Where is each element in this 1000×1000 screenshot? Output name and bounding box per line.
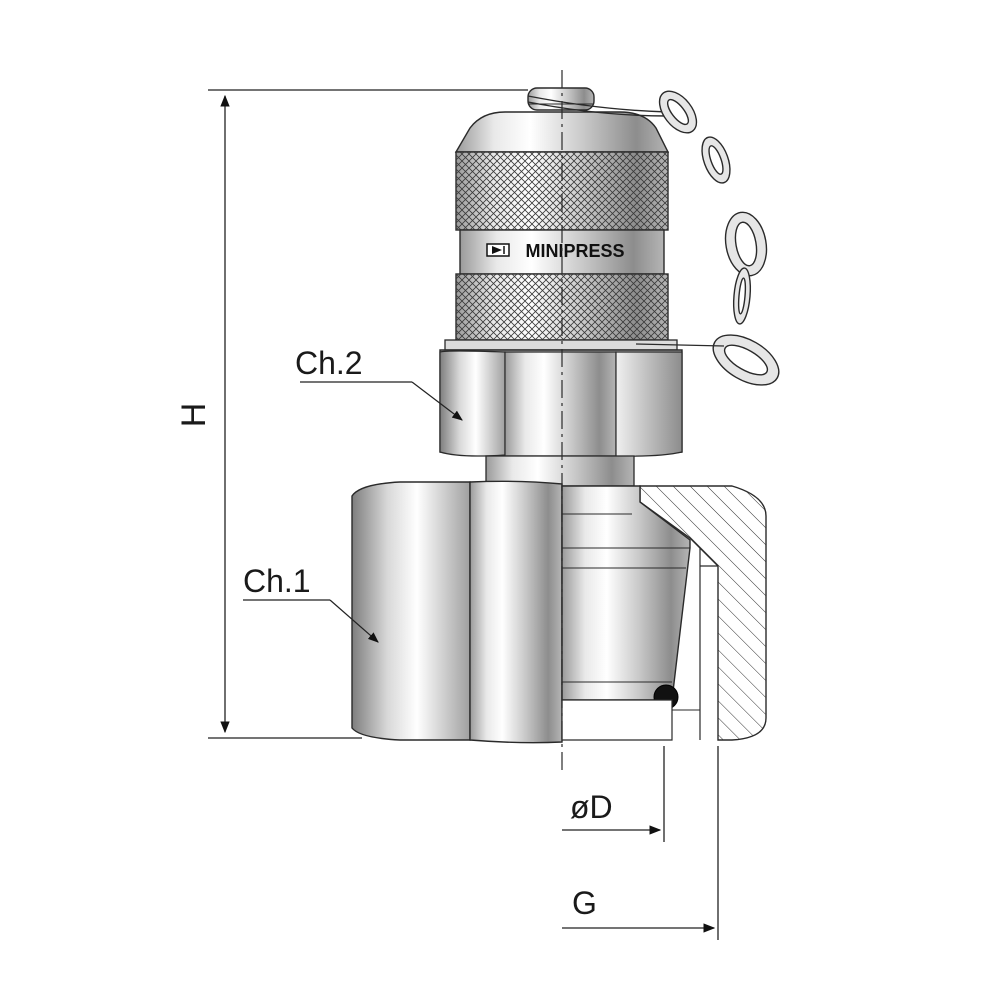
wrench-size-2-label: Ch.2 — [295, 345, 363, 381]
thread-label: G — [572, 885, 597, 921]
body-ch1 — [351, 480, 563, 744]
height-label: H — [175, 403, 213, 428]
hex-nut-ch2 — [439, 339, 683, 458]
wrench-size-1-label: Ch.1 — [243, 563, 311, 599]
dimension-g: G — [562, 746, 719, 940]
dimension-h: H — [175, 89, 528, 739]
dimension-od: øD — [562, 746, 665, 842]
inner-diameter-label: øD — [570, 789, 613, 825]
top-pin — [527, 87, 595, 111]
knurled-band-lower — [455, 273, 669, 341]
wrench-size-2-callout: Ch.2 — [295, 345, 463, 421]
wrench-size-1-callout: Ch.1 — [243, 563, 379, 643]
chain — [527, 90, 780, 386]
brand-name: MINIPRESS — [525, 241, 624, 261]
minipress-logo-icon — [486, 243, 510, 257]
section-view — [561, 485, 767, 741]
